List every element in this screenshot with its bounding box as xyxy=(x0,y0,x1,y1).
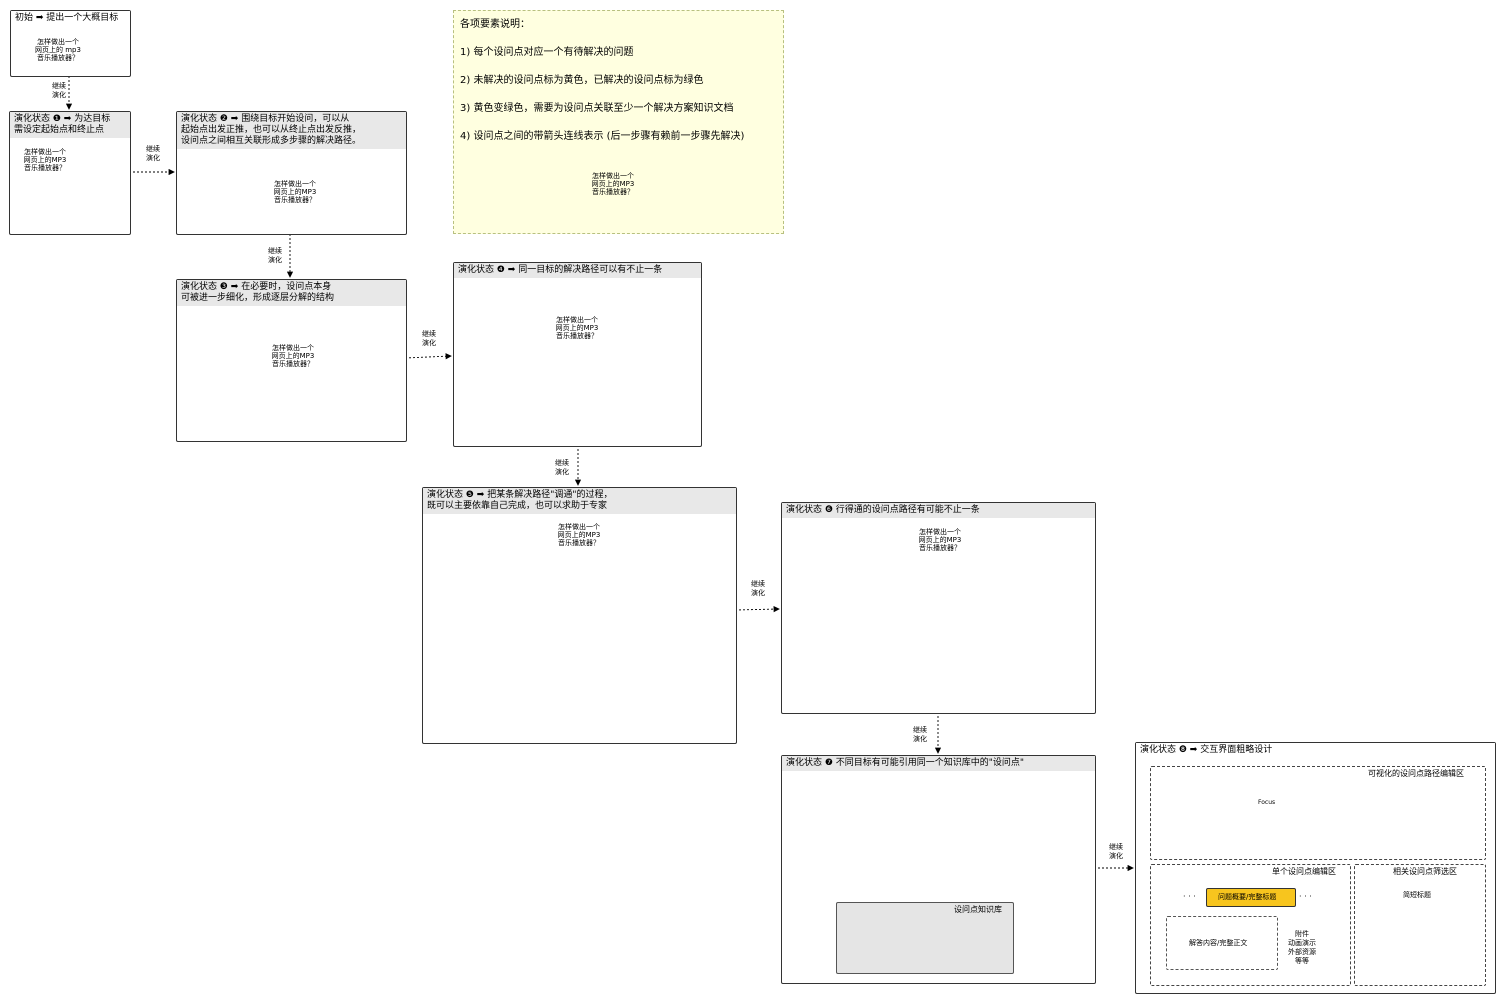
related-filter-label: 相关设问点筛选区 xyxy=(1393,867,1457,876)
state-2-question: 怎样做出一个 网页上的MP3 音乐播放器？ xyxy=(273,180,317,204)
evolve-arrow xyxy=(404,353,452,360)
state-4-panel: 演化状态 ❹ ➡ 同一目标的解决路径可以有不止一条 xyxy=(453,262,702,447)
evolve-arrow xyxy=(734,605,780,613)
state-5-panel: 演化状态 ❺ ➡ 把某条解决路径"调通"的过程， 既可以主要依靠自己完成，也可以… xyxy=(422,487,737,744)
evolve-label-8: 继续 演化 xyxy=(1109,843,1123,860)
legend-question: 怎样做出一个 网页上的MP3 音乐播放器？ xyxy=(591,172,635,196)
state-3-panel: 演化状态 ❸ ➡ 在必要时，设问点本身 可被进一步细化，形成逐层分解的结构 xyxy=(176,279,407,442)
summary-field-text: 问题概要/完整标题 xyxy=(1218,893,1277,901)
summary-field[interactable] xyxy=(1206,888,1296,907)
state-3-title: 演化状态 ❸ ➡ 在必要时，设问点本身 可被进一步细化，形成逐层分解的结构 xyxy=(177,280,406,306)
summary-dots-right: · · · xyxy=(1299,892,1312,901)
evolve-label-2: 继续 演化 xyxy=(146,145,160,162)
evolve-label-5: 继续 演化 xyxy=(555,459,569,476)
knowledge-base xyxy=(836,902,1014,974)
evolve-label-3: 继续 演化 xyxy=(268,247,282,264)
initial-question: 怎样做出一个 网页上的 mp3 音乐播放器？ xyxy=(35,38,81,62)
state-3-question: 怎样做出一个 网页上的MP3 音乐播放器？ xyxy=(271,344,315,368)
body-field-text: 解答内容/完整正文 xyxy=(1189,939,1248,947)
state-1-panel: 演化状态 ❶ ➡ 为达目标 需设定起始点和终止点 xyxy=(9,111,131,235)
evolve-label-6: 继续 演化 xyxy=(751,580,765,597)
state-6-question: 怎样做出一个 网页上的MP3 音乐播放器？ xyxy=(918,528,962,552)
state-5-title: 演化状态 ❺ ➡ 把某条解决路径"调通"的过程， 既可以主要依靠自己完成，也可以… xyxy=(423,488,736,514)
initial-title: 初始 ➡ 提出一个大概目标 xyxy=(11,11,130,26)
single-editor-label: 单个设问点编辑区 xyxy=(1272,867,1336,876)
state-8-title: 演化状态 ❽ ➡ 交互界面粗略设计 xyxy=(1136,743,1495,758)
state-6-title: 演化状态 ❻ 行得通的设问点路径有可能不止一条 xyxy=(782,503,1095,518)
state-2-title: 演化状态 ❷ ➡ 围绕目标开始设问，可以从 起始点出发正推，也可以从终止点出发反… xyxy=(177,112,406,149)
attachment-text: 附件 动画演示 外部资源 等等 xyxy=(1288,930,1316,965)
state-7-title: 演化状态 ❼ 不同目标有可能引用同一个知识库中的"设问点" xyxy=(782,756,1095,771)
evolve-label-4: 继续 演化 xyxy=(422,330,436,347)
initial-panel: 初始 ➡ 提出一个大概目标 xyxy=(10,10,131,77)
short-title-label: 简短标题 xyxy=(1403,891,1431,899)
state-4-question: 怎样做出一个 网页上的MP3 音乐播放器？ xyxy=(555,316,599,340)
legend-item-2: 2) 未解决的设问点标为黄色，已解决的设问点标为绿色 xyxy=(460,75,704,86)
state-2-panel: 演化状态 ❷ ➡ 围绕目标开始设问，可以从 起始点出发正推，也可以从终止点出发反… xyxy=(176,111,407,235)
state-1-question: 怎样做出一个 网页上的MP3 音乐播放器？ xyxy=(23,148,67,172)
path-editor-label: 可视化的设问点路径编辑区 xyxy=(1368,769,1464,778)
evolve-label-1: 继续 演化 xyxy=(52,82,66,99)
legend-item-1: 1) 每个设问点对应一个有待解决的问题 xyxy=(460,47,634,58)
legend-item-3: 3) 黄色变绿色，需要为设问点关联至少一个解决方案知识文档 xyxy=(460,103,734,114)
summary-dots-left: · · · xyxy=(1183,892,1196,901)
focus-label: Focus xyxy=(1258,799,1276,806)
body-field[interactable] xyxy=(1166,916,1278,970)
state-6-panel: 演化状态 ❻ 行得通的设问点路径有可能不止一条 xyxy=(781,502,1096,714)
legend-item-4: 4) 设问点之间的带箭头连线表示 (后一步骤有赖前一步骤先解决) xyxy=(460,131,745,142)
state-5-question: 怎样做出一个 网页上的MP3 音乐播放器？ xyxy=(557,523,601,547)
evolve-label-7: 继续 演化 xyxy=(913,726,927,743)
state-4-title: 演化状态 ❹ ➡ 同一目标的解决路径可以有不止一条 xyxy=(454,263,701,278)
knowledge-base-label: 设问点知识库 xyxy=(954,905,1002,914)
legend-heading: 各项要素说明： xyxy=(460,19,530,30)
state-1-title: 演化状态 ❶ ➡ 为达目标 需设定起始点和终止点 xyxy=(10,112,130,138)
path-editor-area[interactable] xyxy=(1150,766,1486,860)
legend-note: 各项要素说明： 1) 每个设问点对应一个有待解决的问题 2) 未解决的设问点标为… xyxy=(453,10,784,234)
related-filter-area[interactable] xyxy=(1354,864,1486,986)
